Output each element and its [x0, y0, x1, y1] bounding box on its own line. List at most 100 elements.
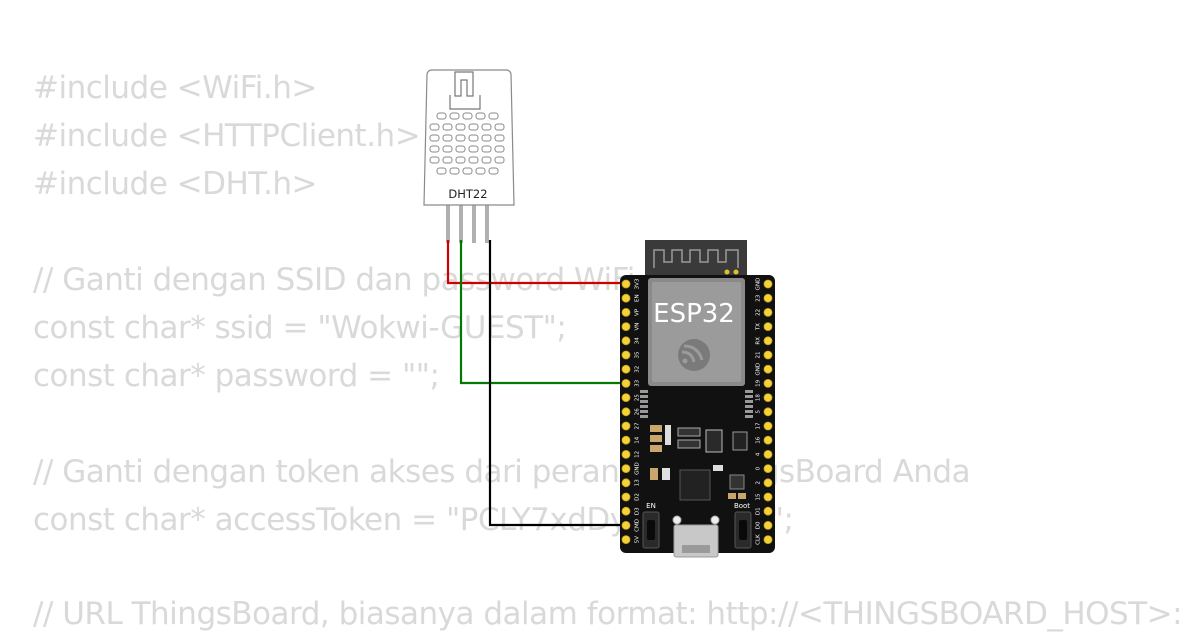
pin-label: CMD	[635, 519, 641, 532]
pin-label: D1	[756, 507, 762, 515]
data-wire[interactable]	[459, 240, 628, 385]
pin-label: GND	[756, 363, 762, 376]
grille-slot	[475, 112, 486, 120]
gnd-wire[interactable]	[488, 240, 628, 527]
pin-label: VN	[635, 323, 641, 331]
pin-label: CLK	[756, 534, 762, 545]
boot-button[interactable]: Boot	[734, 502, 752, 549]
dht22-sensor[interactable]: DHT22	[423, 69, 515, 243]
pin-label: 2	[756, 481, 762, 485]
header-pin[interactable]	[763, 322, 773, 332]
header-pin[interactable]	[621, 393, 631, 403]
header-pin[interactable]	[763, 336, 773, 346]
pin-label: 4	[756, 452, 762, 456]
grille-slot	[462, 112, 473, 120]
pin-label: D0	[756, 521, 762, 529]
grille-slot	[468, 134, 479, 142]
header-pin[interactable]	[763, 492, 773, 502]
pin-label: 25	[635, 394, 641, 401]
header-pin[interactable]	[763, 350, 773, 360]
header-pin[interactable]	[763, 506, 773, 516]
pin-label: 16	[756, 436, 762, 443]
grille-slot	[481, 134, 492, 142]
header-pin[interactable]	[621, 535, 631, 544]
grille-slot	[488, 112, 499, 120]
header-pin[interactable]	[763, 378, 773, 388]
header-pin[interactable]	[621, 492, 631, 502]
header-pin[interactable]	[621, 279, 631, 289]
header-pin[interactable]	[621, 307, 631, 317]
sensor-pin	[472, 205, 476, 243]
pin-label: 5	[756, 410, 762, 414]
pin-label: D2	[635, 493, 641, 501]
grille-slot	[442, 145, 453, 153]
sensor-pin	[485, 205, 489, 243]
header-pin[interactable]	[763, 393, 773, 403]
header-pin[interactable]	[621, 435, 631, 445]
pin-label: 3V3	[635, 278, 641, 289]
header-pin[interactable]	[621, 464, 631, 474]
header-pin[interactable]	[621, 506, 631, 516]
pin-label: GND	[635, 462, 641, 475]
grille-slot	[494, 123, 505, 131]
antenna-trace	[653, 249, 739, 268]
header-pin[interactable]	[763, 307, 773, 317]
pin-label: 22	[756, 309, 762, 316]
header-pin[interactable]	[621, 293, 631, 303]
code-line: const char* ssid = "Wokwi-GUEST";	[33, 310, 567, 346]
grille-slot	[442, 123, 453, 131]
module-castellations	[640, 390, 753, 418]
header-pin[interactable]	[621, 322, 631, 332]
header-pin[interactable]	[763, 364, 773, 374]
grille-slot	[455, 145, 466, 153]
code-line: #include <WiFi.h>	[33, 70, 317, 106]
esp32-board[interactable]: ESP32 EN	[620, 240, 775, 558]
grille-slot	[468, 123, 479, 131]
header-pin[interactable]	[621, 407, 631, 417]
micro-usb-port[interactable]	[672, 515, 720, 558]
header-pin[interactable]	[763, 407, 773, 417]
boot-button-label: Boot	[734, 502, 750, 510]
grille-slot	[442, 134, 453, 142]
pin-label: 19	[756, 379, 762, 386]
grille-slot	[488, 167, 499, 175]
header-pin[interactable]	[621, 364, 631, 374]
header-pin[interactable]	[763, 535, 773, 544]
sensor-pin	[446, 205, 450, 243]
header-pin[interactable]	[763, 435, 773, 445]
pin-label: 35	[635, 351, 641, 358]
grille-slot	[462, 167, 473, 175]
grille-slot	[475, 167, 486, 175]
code-line: const char* password = "";	[33, 358, 440, 394]
header-pin[interactable]	[621, 521, 631, 530]
header-pin[interactable]	[621, 449, 631, 459]
grille-slot	[449, 112, 460, 120]
header-pin[interactable]	[763, 478, 773, 488]
board-label: ESP32	[653, 299, 735, 329]
header-pin[interactable]	[763, 421, 773, 431]
header-pin[interactable]	[621, 336, 631, 346]
header-pin[interactable]	[763, 449, 773, 459]
header-pin[interactable]	[621, 378, 631, 388]
pin-label: 26	[635, 408, 641, 415]
pin-label: VP	[635, 308, 641, 316]
header-pin[interactable]	[763, 521, 773, 530]
header-pin[interactable]	[763, 293, 773, 303]
header-pin[interactable]	[763, 464, 773, 474]
left-pin-header: 3V3ENVPVN343532332526271412GND13D2D3CMD5…	[621, 278, 641, 544]
header-pin[interactable]	[621, 350, 631, 360]
sensor-pin	[459, 205, 463, 243]
header-pin[interactable]	[621, 421, 631, 431]
en-button[interactable]: EN	[642, 502, 660, 549]
pin-label: 18	[756, 394, 762, 401]
pin-label: EN	[635, 294, 641, 302]
vcc-wire[interactable]	[446, 240, 628, 285]
grille-slot	[429, 134, 440, 142]
header-pin[interactable]	[621, 478, 631, 488]
code-line: // Ganti dengan SSID dan password WiFi	[33, 262, 635, 298]
code-line: // URL ThingsBoard, biasanya dalam forma…	[33, 596, 1183, 632]
header-pin[interactable]	[763, 279, 773, 289]
grille-slot	[442, 156, 453, 164]
en-button-label: EN	[646, 502, 656, 510]
